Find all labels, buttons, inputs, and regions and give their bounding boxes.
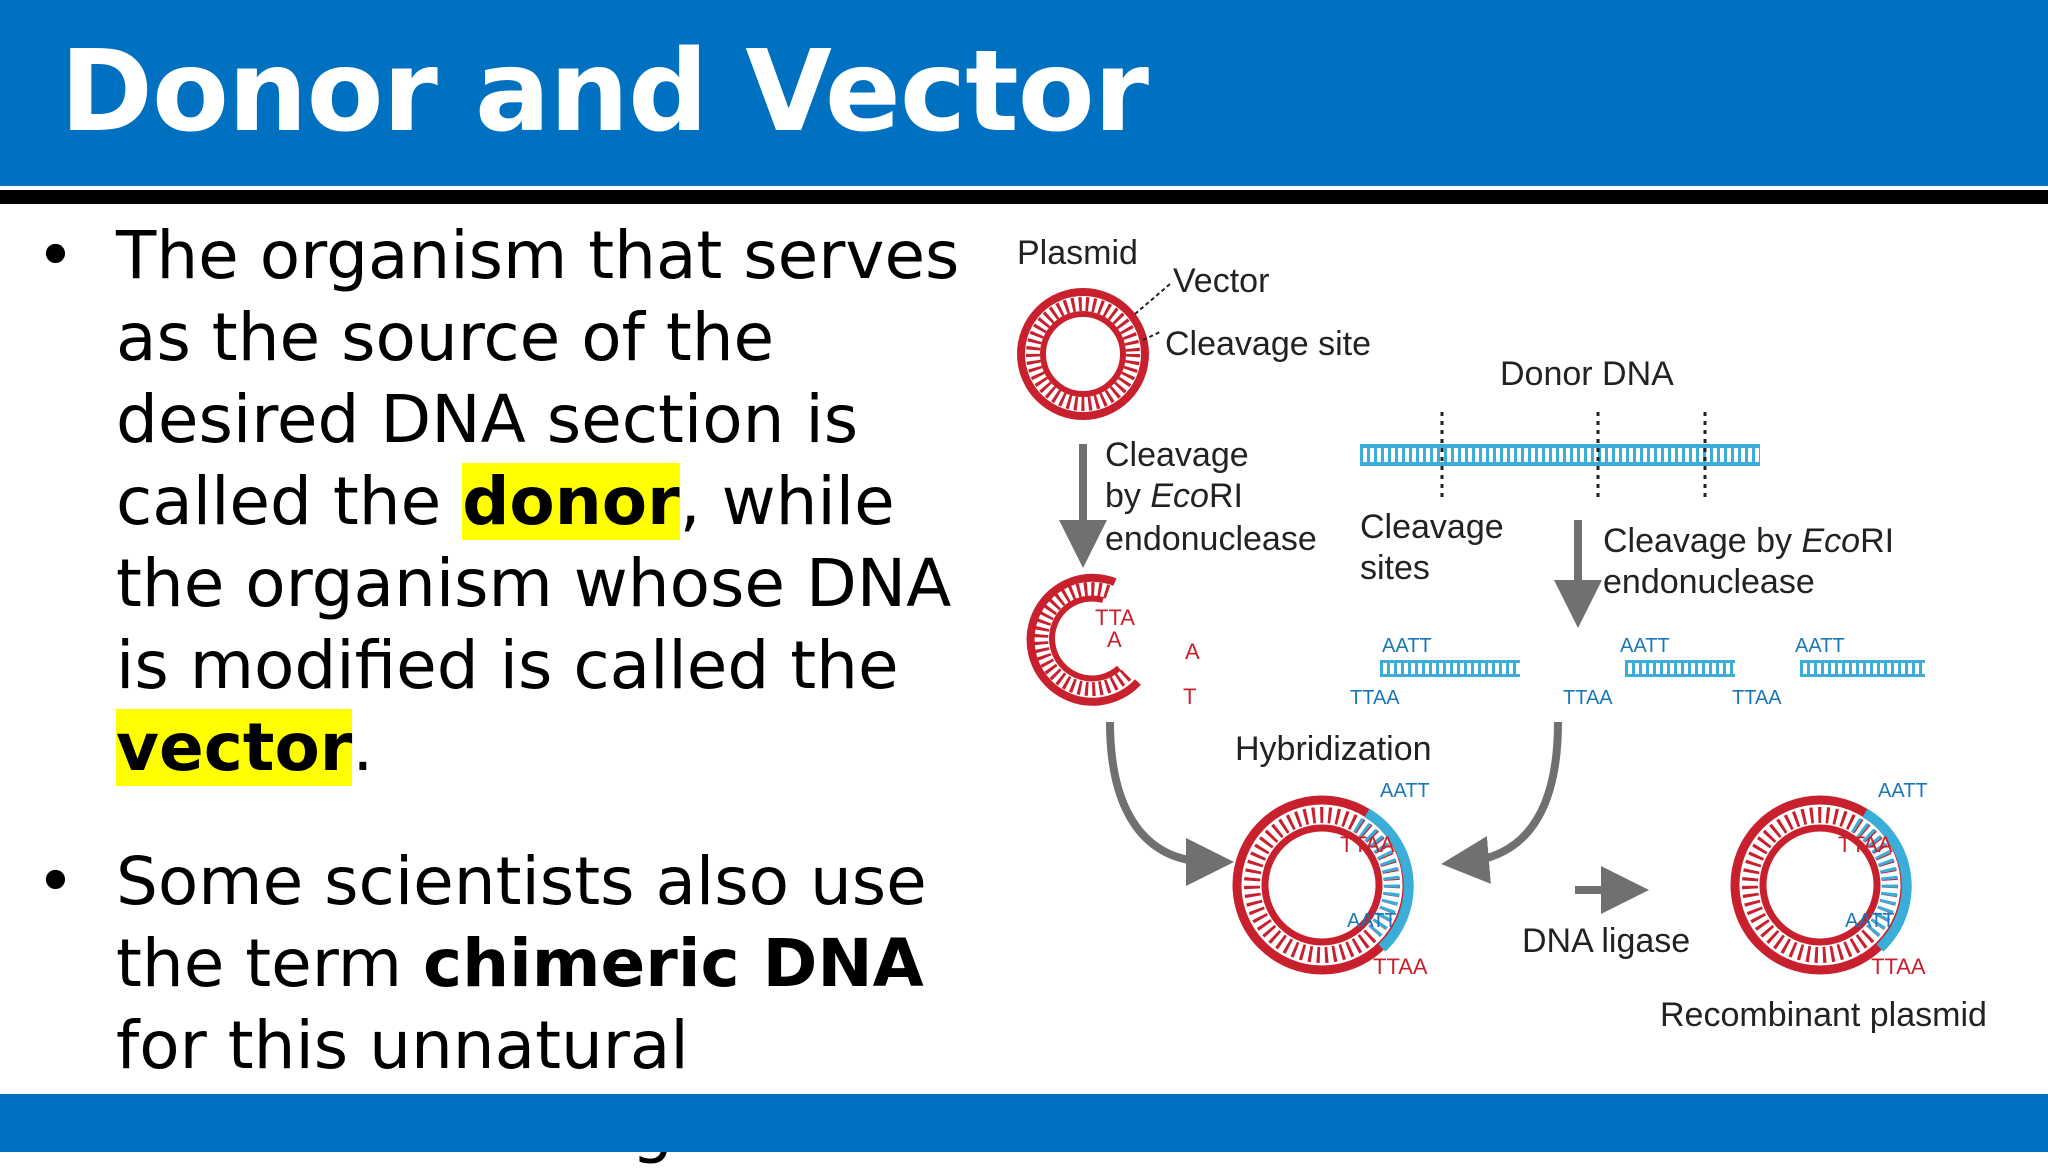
- svg-text:TTAA: TTAA: [1732, 687, 1782, 709]
- cleavage-label-l2: by EcoRI: [1105, 477, 1243, 515]
- svg-text:AATT: AATT: [1382, 635, 1432, 657]
- svg-text:TTAA: TTAA: [1350, 687, 1400, 709]
- title-bar: Donor and Vector: [0, 0, 2048, 186]
- donor-dna-strand: [1360, 412, 1760, 502]
- dna-ligase-label: DNA ligase: [1522, 922, 1690, 960]
- recombinant-plasmid: [1730, 795, 1912, 975]
- bold-chimeric-dna: chimeric DNA: [423, 925, 924, 1002]
- divider-black: [0, 190, 2048, 204]
- sticky-end-ttaa: TTAA: [1340, 832, 1395, 857]
- sticky-end-t: T: [1183, 684, 1196, 709]
- bullet-text: The organism that serves as the source o…: [116, 217, 960, 540]
- sticky-end-ttaa: TTAA: [1838, 832, 1893, 857]
- bullet-list: • The organism that serves as the source…: [36, 215, 986, 1169]
- cleavage-donor-label-l1: Cleavage by EcoRI: [1603, 522, 1894, 560]
- curved-arrow-icon: [1106, 721, 1234, 886]
- cleavage-site-pointer: [1142, 331, 1161, 341]
- sticky-end-ttaa: TTA: [1095, 605, 1135, 630]
- footer-bar: [0, 1094, 2048, 1152]
- sticky-end-a: A: [1107, 627, 1122, 652]
- sticky-end-ttaa: TTAA: [1871, 954, 1926, 979]
- sticky-end-a: A: [1185, 639, 1200, 664]
- sticky-end-aatt: AATT: [1347, 910, 1397, 932]
- donor-fragments: AATT TTAA AATT TTAA AATT TTAA: [1350, 635, 1925, 709]
- highlight-donor: donor: [462, 463, 680, 540]
- divider-white: [0, 186, 2048, 190]
- recombinant-plasmid-label: Recombinant plasmid: [1660, 996, 1987, 1034]
- highlight-vector: vector: [116, 709, 353, 786]
- hybridization-label: Hybridization: [1235, 730, 1432, 768]
- cleavage-label-l1: Cleavage: [1105, 436, 1249, 474]
- vector-pointer: [1134, 283, 1171, 315]
- donor-dna-label: Donor DNA: [1500, 355, 1674, 393]
- bullet-donor-vector: • The organism that serves as the source…: [36, 215, 986, 789]
- cleavage-sites-label-l1: Cleavage: [1360, 508, 1504, 546]
- cleavage-site-label: Cleavage site: [1165, 325, 1371, 363]
- bullet-text: Some scientists also use the term: [116, 843, 927, 1002]
- plasmid-ring: [1017, 288, 1149, 420]
- plasmid-label: Plasmid: [1017, 234, 1138, 272]
- cleavage-label-l3: endonuclease: [1105, 520, 1317, 558]
- cleavage-donor-label-l2: endonuclease: [1603, 563, 1815, 601]
- sticky-end-aatt: AATT: [1845, 910, 1895, 932]
- svg-text:AATT: AATT: [1795, 635, 1845, 657]
- bullet-text: .: [352, 709, 374, 786]
- vector-label: Vector: [1173, 262, 1269, 300]
- cleavage-sites-label-l2: sites: [1360, 549, 1430, 587]
- hybrid-plasmid: [1232, 795, 1414, 975]
- sticky-end-aatt: AATT: [1380, 780, 1430, 802]
- sticky-end-aatt: AATT: [1878, 780, 1928, 802]
- cut-plasmid: [1026, 573, 1141, 706]
- bullet-text: , while the organism whose DNA is modifi…: [116, 463, 952, 704]
- svg-text:AATT: AATT: [1620, 635, 1670, 657]
- recombinant-dna-diagram: Plasmid Vector Cleavage site Donor DNA C…: [995, 222, 2040, 1052]
- sticky-end-ttaa: TTAA: [1373, 954, 1428, 979]
- curved-arrow-icon: [1441, 721, 1562, 884]
- bullet-dot: •: [36, 843, 75, 920]
- bullet-dot: •: [36, 217, 75, 294]
- svg-text:TTAA: TTAA: [1563, 687, 1613, 709]
- slide-title: Donor and Vector: [60, 27, 1149, 157]
